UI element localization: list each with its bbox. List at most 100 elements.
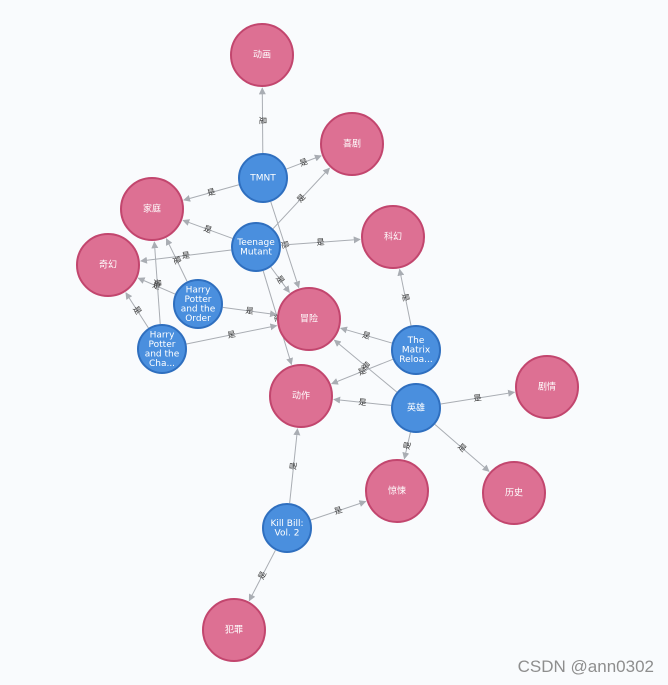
edge-label: 是 (456, 442, 468, 454)
node-circle[interactable] (361, 205, 425, 269)
edge-matrix-maoxian: 是 (340, 326, 393, 344)
edge-line (182, 219, 233, 239)
edge-tmnt-donghua: 是 (258, 87, 267, 154)
node-kehuan[interactable]: 科幻 (361, 205, 425, 269)
edge-line (248, 549, 276, 602)
edge-label: 是 (316, 238, 325, 248)
edge-label: 是 (151, 280, 162, 291)
edge-line (270, 266, 290, 293)
node-circle[interactable] (238, 153, 288, 203)
edge-killbill-fanzui: 是 (248, 549, 276, 602)
edge-label: 是 (245, 306, 254, 316)
node-qihuan[interactable]: 奇幻 (76, 233, 140, 297)
edge-hp_cha-qihuan: 是 (125, 292, 149, 329)
edge-label: 是 (202, 224, 213, 235)
edge-label: 是 (473, 393, 482, 403)
edge-hp_cha-jiating: 是 (151, 241, 163, 325)
edge-line (333, 339, 398, 393)
edge-yingxiong-lishi: 是 (434, 424, 490, 472)
edge-line (340, 326, 393, 344)
node-jingsong[interactable]: 惊悚 (365, 459, 429, 523)
node-circle[interactable] (231, 222, 281, 272)
node-maoxian[interactable]: 冒险 (277, 287, 341, 351)
node-donghua[interactable]: 动画 (230, 23, 294, 87)
edge-label: 是 (298, 157, 309, 168)
node-circle[interactable] (269, 364, 333, 428)
edge-line (258, 87, 266, 154)
edge-label: 是 (227, 330, 237, 340)
edge-label: 是 (171, 255, 183, 266)
node-jiating[interactable]: 家庭 (120, 177, 184, 241)
node-circle[interactable] (391, 325, 441, 375)
edge-label: 是 (360, 360, 372, 372)
edge-line (137, 277, 176, 295)
node-tmnt[interactable]: TMNT (238, 153, 288, 203)
edge-line (402, 432, 411, 460)
edge-line (397, 268, 412, 326)
edge-line (165, 238, 188, 282)
node-circle[interactable] (277, 287, 341, 351)
edge-hp_order-maoxian: 是 (222, 306, 277, 318)
node-circle[interactable] (202, 598, 266, 662)
edge-label: 是 (257, 570, 269, 581)
node-circle[interactable] (230, 23, 294, 87)
node-juqing[interactable]: 剧情 (515, 355, 579, 419)
edge-label: 是 (358, 398, 367, 408)
edge-label: 是 (206, 187, 216, 198)
node-matrix[interactable]: TheMatrixReloa... (391, 325, 441, 375)
edge-label: 是 (153, 279, 163, 288)
edge-line (330, 358, 393, 385)
edge-teenage-qihuan: 是 (140, 249, 232, 264)
node-circle[interactable] (76, 233, 140, 297)
watermark: CSDN @ann0302 (517, 657, 654, 676)
edge-line (125, 292, 149, 329)
node-lishi[interactable]: 历史 (482, 461, 546, 525)
edge-killbill-jingsong: 是 (310, 500, 367, 521)
edge-yingxiong-maoxian: 是 (333, 339, 398, 393)
edge-teenage-maoxian: 是 (270, 266, 290, 293)
edge-teenage-kehuan: 是 (280, 236, 361, 248)
edge-line (222, 306, 277, 318)
edge-line (310, 500, 367, 521)
edge-line (333, 396, 392, 406)
node-fanzui[interactable]: 犯罪 (202, 598, 266, 662)
node-circle[interactable] (391, 383, 441, 433)
edge-line (183, 184, 240, 202)
node-circle[interactable] (137, 324, 187, 374)
node-yingxiong[interactable]: 英雄 (391, 383, 441, 433)
edge-label: 是 (258, 116, 267, 124)
edge-yingxiong-juqing: 是 (440, 389, 516, 405)
edge-line (186, 323, 278, 345)
node-xiju[interactable]: 喜剧 (320, 112, 384, 176)
node-circle[interactable] (515, 355, 579, 419)
node-killbill[interactable]: Kill Bill:Vol. 2 (262, 503, 312, 553)
node-circle[interactable] (482, 461, 546, 525)
edge-label: 是 (181, 251, 190, 261)
node-circle[interactable] (120, 177, 184, 241)
edge-line (151, 241, 161, 325)
edge-label: 是 (274, 274, 286, 286)
edge-label: 是 (333, 505, 343, 516)
edge-tmnt-xiju: 是 (286, 154, 322, 170)
edge-matrix-kehuan: 是 (397, 268, 412, 326)
node-dongzuo[interactable]: 动作 (269, 364, 333, 428)
edge-line (440, 389, 516, 405)
node-circle[interactable] (365, 459, 429, 523)
edge-label: 是 (295, 192, 307, 204)
edge-line (289, 428, 301, 504)
edge-label: 是 (357, 366, 368, 377)
edge-label: 是 (402, 441, 413, 451)
edge-line (434, 424, 490, 472)
node-circle[interactable] (320, 112, 384, 176)
node-circle[interactable] (262, 503, 312, 553)
node-circle[interactable] (173, 279, 223, 329)
nodes-layer: 动画喜剧家庭科幻奇幻冒险动作剧情惊悚历史犯罪TMNTTeenageMutantH… (76, 23, 579, 662)
edge-line (280, 236, 361, 246)
edge-killbill-dongzuo: 是 (289, 428, 301, 504)
edge-hp_order-qihuan: 是 (137, 277, 176, 295)
edge-line (272, 167, 330, 230)
